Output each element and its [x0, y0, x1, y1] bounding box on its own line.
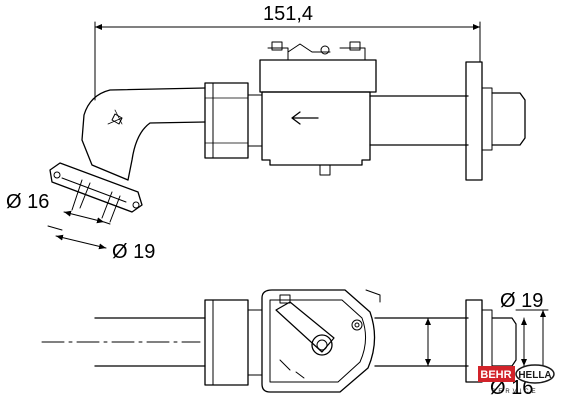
behr-logo-box	[478, 366, 515, 382]
inlet-flange	[49, 162, 143, 213]
inlet-diameter-19-label: Ø 19	[112, 241, 155, 263]
bent-inlet-pipe	[71, 87, 206, 223]
service-logo-text: SERVICE	[491, 389, 538, 395]
outlet-diameter-19-label: Ø 19	[500, 290, 543, 312]
valve-actuator-head	[259, 41, 377, 93]
flow-arrow	[291, 111, 319, 125]
bottom-valve-head	[261, 289, 381, 393]
overall-length-dimension: 151,4	[94, 3, 481, 101]
side-view: 151,4 Ø 16 Ø 19	[6, 3, 526, 263]
coupling-sleeve	[204, 82, 263, 159]
top-view: Ø 19 Ø 16	[41, 289, 549, 399]
valve-body	[261, 91, 371, 176]
bottom-coupling-sleeve	[204, 299, 263, 386]
bottom-inlet-pipe	[94, 317, 206, 367]
behr-hella-logo: BEHR HELLA SERVICE	[478, 364, 555, 395]
hella-logo-text: HELLA	[518, 370, 551, 381]
outlet-pipe	[369, 61, 526, 181]
inlet-diameter-16-label: Ø 16	[6, 191, 49, 213]
inlet-diameter-dimensions: Ø 16 Ø 19	[6, 191, 155, 263]
overall-length-label: 151,4	[263, 3, 313, 25]
outlet-diameter-16-label: Ø 16	[490, 377, 533, 399]
behr-logo-text: BEHR	[480, 369, 511, 381]
